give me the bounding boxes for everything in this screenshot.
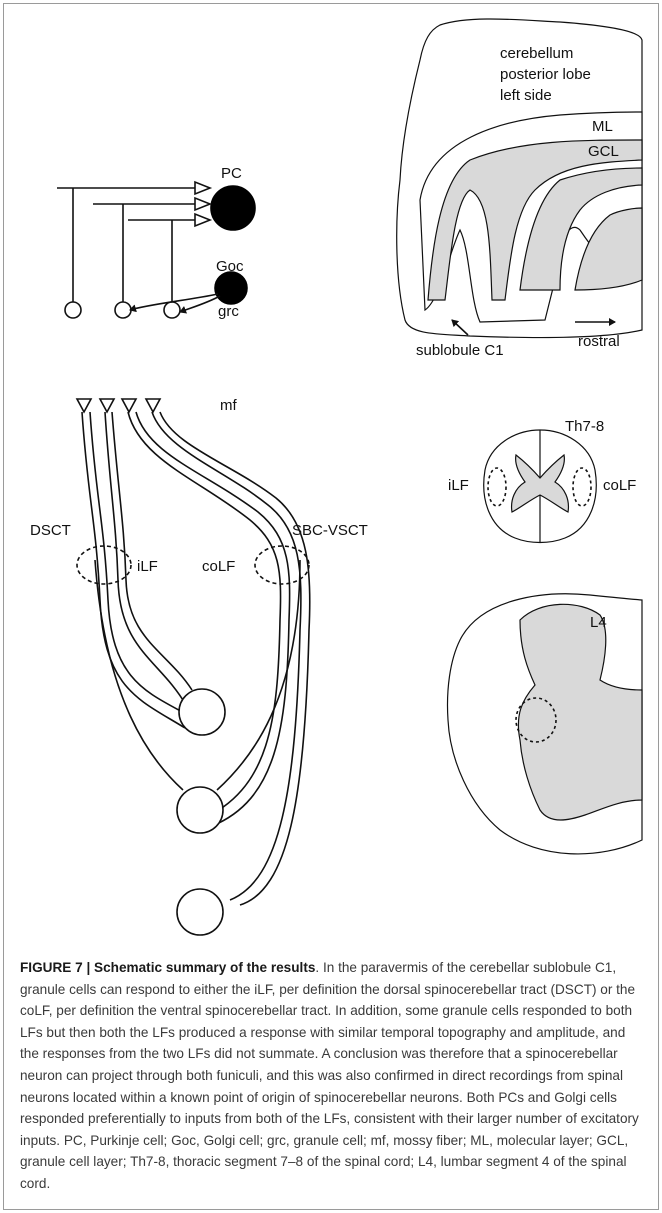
label-sbc-vsct: SBC-VSCT [292, 522, 368, 540]
figure-caption: FIGURE 7 | Schematic summary of the resu… [20, 957, 642, 1195]
mossy-terminal [77, 399, 91, 412]
figure-diagram [0, 0, 662, 950]
colf-region [255, 546, 309, 584]
pc-synapse [195, 214, 210, 226]
spinal-cord-l4 [448, 594, 643, 854]
spinal-cord-th78 [484, 430, 597, 543]
label-th78: Th7-8 [565, 418, 604, 436]
golgi-cell [215, 272, 247, 304]
label-l4: L4 [590, 614, 607, 632]
label-dsct: DSCT [30, 522, 71, 540]
label-colf-right: coLF [603, 477, 636, 495]
granule-cell [164, 302, 180, 318]
label-goc: Goc [216, 258, 244, 276]
vsct-tract [128, 412, 281, 820]
label-mf: mf [220, 397, 237, 415]
cerebellar-circuit [57, 182, 255, 318]
label-ilf-left: iLF [137, 558, 158, 576]
spinocerebellar-pathways [77, 399, 310, 935]
label-ml: ML [592, 118, 613, 136]
spinal-neuron [177, 889, 223, 935]
purkinje-cell [211, 186, 255, 230]
caption-text: . In the paravermis of the cerebellar su… [20, 960, 639, 1191]
figure-number: FIGURE 7 | Schematic summary of the resu… [20, 960, 315, 975]
label-grc: grc [218, 303, 239, 321]
label-ilf-right: iLF [448, 477, 469, 495]
label-cerebellum-3: left side [500, 87, 552, 105]
mossy-terminal [146, 399, 160, 412]
granule-cell [65, 302, 81, 318]
golgi-axon [180, 296, 220, 312]
dsct-tract [82, 412, 185, 728]
label-cerebellum-1: cerebellum [500, 45, 573, 63]
spinal-neuron [177, 787, 223, 833]
spinal-neuron [179, 689, 225, 735]
mossy-terminal [100, 399, 114, 412]
granule-cell [115, 302, 131, 318]
label-cerebellum-2: posterior lobe [500, 66, 591, 84]
label-rostral: rostral [578, 333, 620, 351]
label-pc: PC [221, 165, 242, 183]
label-sublobule: sublobule C1 [416, 342, 504, 360]
mossy-terminal [122, 399, 136, 412]
pc-synapse [195, 182, 210, 194]
ilf-fiber [112, 412, 192, 690]
label-colf-left: coLF [202, 558, 235, 576]
label-gcl: GCL [588, 143, 619, 161]
pc-synapse [195, 198, 210, 210]
